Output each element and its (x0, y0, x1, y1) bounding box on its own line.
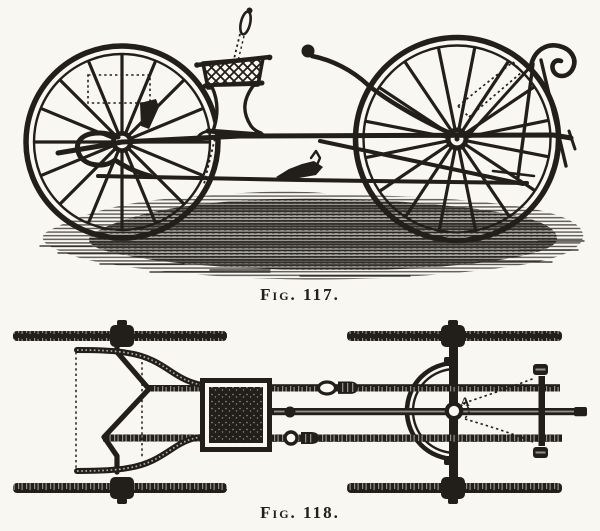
left-wheel-spokes (34, 54, 210, 230)
pole-tip (574, 407, 587, 417)
upper-reach-bar (272, 384, 560, 392)
lower-rail (96, 174, 529, 185)
figure-117-drawing (23, 7, 585, 280)
lower-rail-stub (491, 169, 536, 178)
lower-reach-bar (272, 434, 562, 442)
c-spring (75, 130, 153, 179)
rear-crane-curl (528, 43, 577, 79)
shaft-position-dashed-band (457, 61, 523, 118)
kingbolt-label: A (460, 394, 470, 409)
upper-rail-end (567, 129, 577, 151)
ground-shadow (39, 191, 585, 280)
whip-socket (239, 10, 252, 36)
seat (194, 54, 273, 143)
stay-bar (318, 139, 525, 186)
lower-futchel (103, 434, 202, 442)
fifth-wheel-clamp-top (444, 357, 458, 366)
pedestal-base (205, 128, 265, 138)
front-gear (74, 342, 205, 475)
lower-bar-ring (283, 430, 299, 446)
thill-iron-bottom (74, 434, 205, 474)
crossbar (538, 376, 545, 446)
left-wheel (23, 43, 221, 241)
kingbolt-group: A (444, 377, 536, 443)
reach-bars (103, 384, 587, 442)
seat-pedestal (212, 86, 253, 133)
pole-knob (284, 406, 296, 418)
crane-lever (309, 53, 453, 136)
seat-top-rail (194, 54, 273, 68)
whip-knob (246, 7, 253, 14)
figure-117-caption: Fig. 117. (260, 285, 340, 304)
upper-rail (55, 132, 574, 156)
couplings (283, 380, 358, 446)
rear-crossbar (533, 364, 548, 458)
step-iron (309, 149, 322, 167)
body-position-dotted-box (87, 74, 151, 104)
fifth-wheel-clamp-bottom (444, 456, 458, 465)
wheel-hubs (110, 320, 465, 504)
figure-118-drawing: A (13, 320, 587, 504)
upper-futchel (148, 385, 202, 392)
shadow-streaks (39, 240, 585, 277)
rear-frame-right-bar (539, 58, 568, 168)
rear-frame-left-bar (516, 62, 535, 179)
undercarriage (55, 43, 577, 186)
kingbolt (444, 401, 464, 421)
upper-bar-ring (316, 380, 338, 396)
rear-brace (466, 64, 533, 138)
figure-118-caption: Fig. 118. (260, 503, 340, 522)
plan-wheels (13, 320, 562, 504)
body-box (200, 378, 272, 452)
sweep-dotted-lines (462, 377, 536, 443)
foot-step (276, 161, 323, 181)
right-wheel-rim (362, 44, 552, 234)
fig117-dashed-annotations (87, 61, 523, 118)
spring-hanger (140, 99, 159, 129)
seat-bottom-band (202, 80, 265, 89)
